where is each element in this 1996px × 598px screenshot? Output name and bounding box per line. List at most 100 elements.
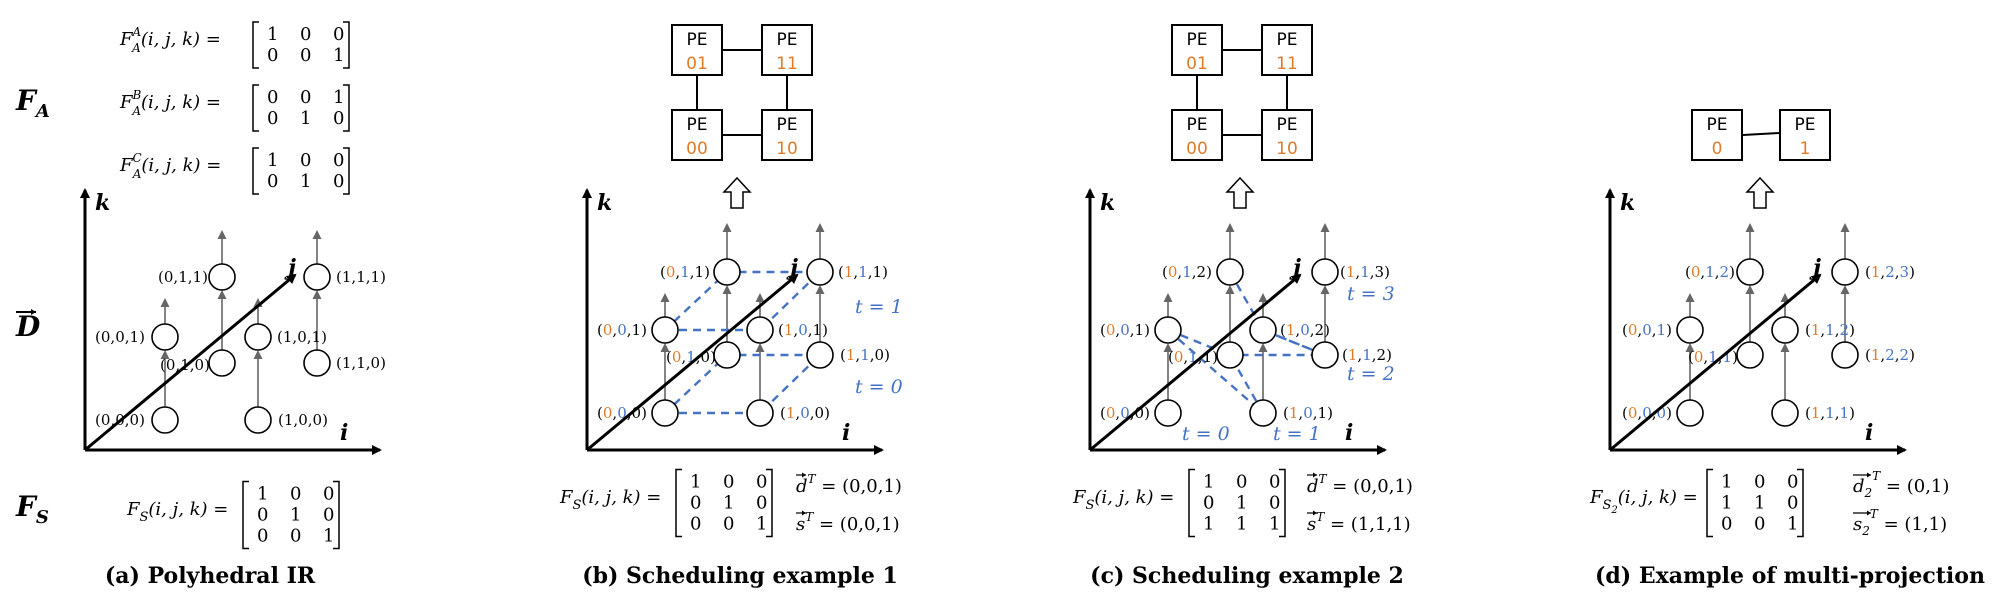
iteration-node: [1736, 341, 1764, 369]
node-label: (1,2,2): [1865, 346, 1915, 364]
node-label: (1,2,3): [1865, 263, 1915, 281]
matrix-cell: 0: [1754, 472, 1765, 493]
svg-text:dT = (0,0,1): dT = (0,0,1): [1307, 472, 1413, 497]
iteration-node: [1154, 316, 1182, 344]
svg-text:FAA(i, j, k) =: FAA(i, j, k) =: [119, 25, 221, 55]
i-axis-label: i: [842, 420, 850, 446]
panel-b-lattice: k j i: [582, 188, 884, 455]
iteration-node: [1676, 316, 1704, 344]
svg-text:sT = (0,0,1): sT = (0,0,1): [796, 510, 900, 535]
pe-1: PE1: [1779, 109, 1831, 161]
t-label: t = 0: [1182, 423, 1230, 445]
panel-d-d-vector: d2T = (0,1): [1853, 469, 1949, 500]
svg-text:FS(i, j, k) =: FS(i, j, k) =: [1072, 487, 1174, 513]
iteration-node: [1216, 341, 1244, 369]
t-label: t = 3: [1347, 283, 1395, 305]
t-label: t = 1: [855, 296, 903, 318]
matrix-cell: 0: [1236, 472, 1247, 493]
matrix-cell: 0: [300, 87, 311, 108]
node-label: (0,0,1): [1622, 321, 1672, 339]
matrix-cell: 0: [323, 505, 334, 526]
matrix-cell: 1: [1787, 514, 1798, 535]
pe-label: PE: [1707, 115, 1728, 135]
node-label: (1,0,1): [1283, 404, 1333, 422]
iteration-node: [1736, 258, 1764, 286]
svg-text:FS(i, j, k) =: FS(i, j, k) =: [126, 499, 228, 525]
matrix-cell: 0: [333, 171, 344, 192]
k-axis-label: k: [597, 190, 612, 216]
pe-label: PE: [687, 115, 708, 135]
node-label: (1,0,0): [278, 411, 328, 429]
node-label: (1,0,1): [277, 328, 327, 346]
panel-c-lattice: kji: [1085, 188, 1387, 455]
matrix-cell: 0: [333, 150, 344, 171]
node-label: (0,1,2): [1685, 263, 1735, 281]
iteration-node: [1831, 341, 1859, 369]
matrix-cell: 1: [1754, 493, 1765, 514]
matrix-cell: 1: [1236, 514, 1247, 535]
pe-id: 0: [1712, 139, 1723, 159]
j-axis-label: j: [786, 255, 798, 281]
matrix-cell: 1: [1236, 493, 1247, 514]
pe-id: 11: [1276, 54, 1298, 74]
iteration-node: [651, 316, 679, 344]
projection-arrow: [1745, 176, 1775, 209]
panel-c-caption: (c) Scheduling example 2: [1090, 563, 1404, 589]
schedule-hyperplane: [661, 353, 823, 415]
node-label: (1,1,0): [336, 354, 386, 372]
matrix-cell: 0: [1269, 472, 1280, 493]
panel-c-d-vector: dT = (0,0,1): [1307, 472, 1413, 497]
pe-id: 11: [776, 54, 798, 74]
matrix-cell: 1: [300, 171, 311, 192]
matrix-cell: 0: [1754, 514, 1765, 535]
j-axis-label: j: [1289, 255, 1301, 281]
matrix-cell: 0: [690, 514, 701, 535]
d-side-label: D: [15, 310, 41, 343]
iteration-node: [1831, 258, 1859, 286]
fs-side-label: FS: [15, 490, 49, 528]
matrix-cell: 0: [323, 484, 334, 505]
matrix-cell: 1: [1721, 493, 1732, 514]
node-label: (0,0,1): [1100, 321, 1150, 339]
matrix-cell: 1: [1269, 514, 1280, 535]
panel-d-lattice: kji: [1605, 188, 1907, 455]
schedule-hyperplane: [1262, 328, 1326, 357]
iteration-node: [651, 399, 679, 427]
matrix-cell: 1: [1203, 472, 1214, 493]
pe-label: PE: [1187, 30, 1208, 50]
matrix-cell: 1: [723, 493, 734, 514]
matrix-cell: 0: [267, 108, 278, 129]
matrix-cell: 0: [257, 505, 268, 526]
pe-label: PE: [777, 115, 798, 135]
panel-d-s-vector: s2T = (1,1): [1853, 507, 1947, 538]
iteration-node: [303, 349, 331, 377]
j-axis-label: j: [1809, 255, 1821, 281]
matrix-cell: 1: [1721, 472, 1732, 493]
iteration-node: [1311, 341, 1339, 369]
node-label: (1,1,1): [1805, 404, 1855, 422]
matrix-cell: 1: [333, 87, 344, 108]
projection-arrow: [1225, 176, 1255, 209]
node-label: (1,1,1): [838, 263, 888, 281]
matrix-cell: 0: [333, 108, 344, 129]
svg-text:FS(i, j, k) =: FS(i, j, k) =: [559, 487, 661, 513]
matrix-cell: 0: [300, 45, 311, 66]
matrix-cell: 1: [1203, 514, 1214, 535]
panel-d-caption: (d) Example of multi-projection: [1595, 563, 1985, 589]
node-label: (1,0,0): [780, 404, 830, 422]
svg-text:sT = (1,1,1): sT = (1,1,1): [1307, 510, 1411, 535]
iteration-node: [746, 316, 774, 344]
matrix-cell: 0: [756, 472, 767, 493]
node-label: (1,1,0): [840, 346, 890, 364]
node-label: (1,0,2): [1280, 321, 1330, 339]
matrix-cell: 0: [1721, 514, 1732, 535]
panel-c: (0,0,0)(1,0,1)(0,1,1)(1,1,2)(0,0,1)(1,0,…: [1090, 49, 1404, 589]
i-axis-label: i: [340, 420, 348, 446]
